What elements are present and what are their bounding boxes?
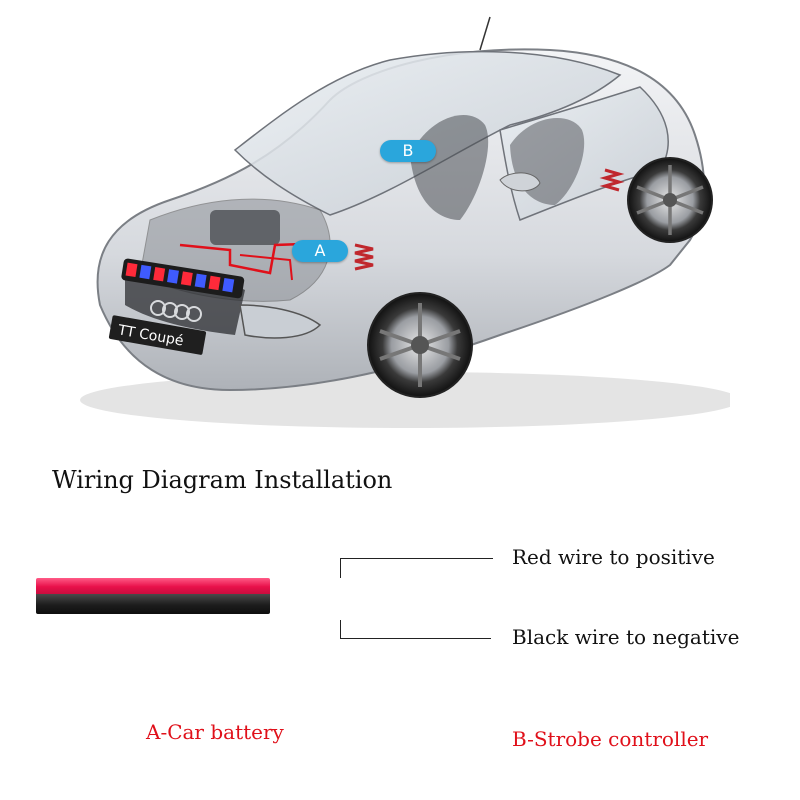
car-illustration: TT Coupé A B bbox=[30, 5, 730, 435]
legend-b-strobe-controller: B-Strobe controller bbox=[512, 727, 709, 751]
legend-a-car-battery: A-Car battery bbox=[146, 720, 284, 744]
car-xray-icon: TT Coupé bbox=[80, 16, 730, 428]
strobe-led-bar bbox=[121, 258, 245, 299]
two-core-cable bbox=[36, 578, 270, 614]
red-wire-connector-horizontal bbox=[340, 558, 493, 559]
black-wire-label: Black wire to negative bbox=[512, 625, 740, 649]
red-wire-connector-vertical bbox=[340, 558, 341, 578]
badge-b-strobe-controller: B bbox=[380, 140, 436, 162]
diagram-title: Wiring Diagram Installation bbox=[52, 466, 393, 494]
red-wire bbox=[36, 578, 270, 594]
black-wire-connector bbox=[340, 620, 491, 639]
black-wire bbox=[36, 594, 270, 614]
badge-a-car-battery: A bbox=[292, 240, 348, 262]
red-wire-label: Red wire to positive bbox=[512, 545, 715, 569]
